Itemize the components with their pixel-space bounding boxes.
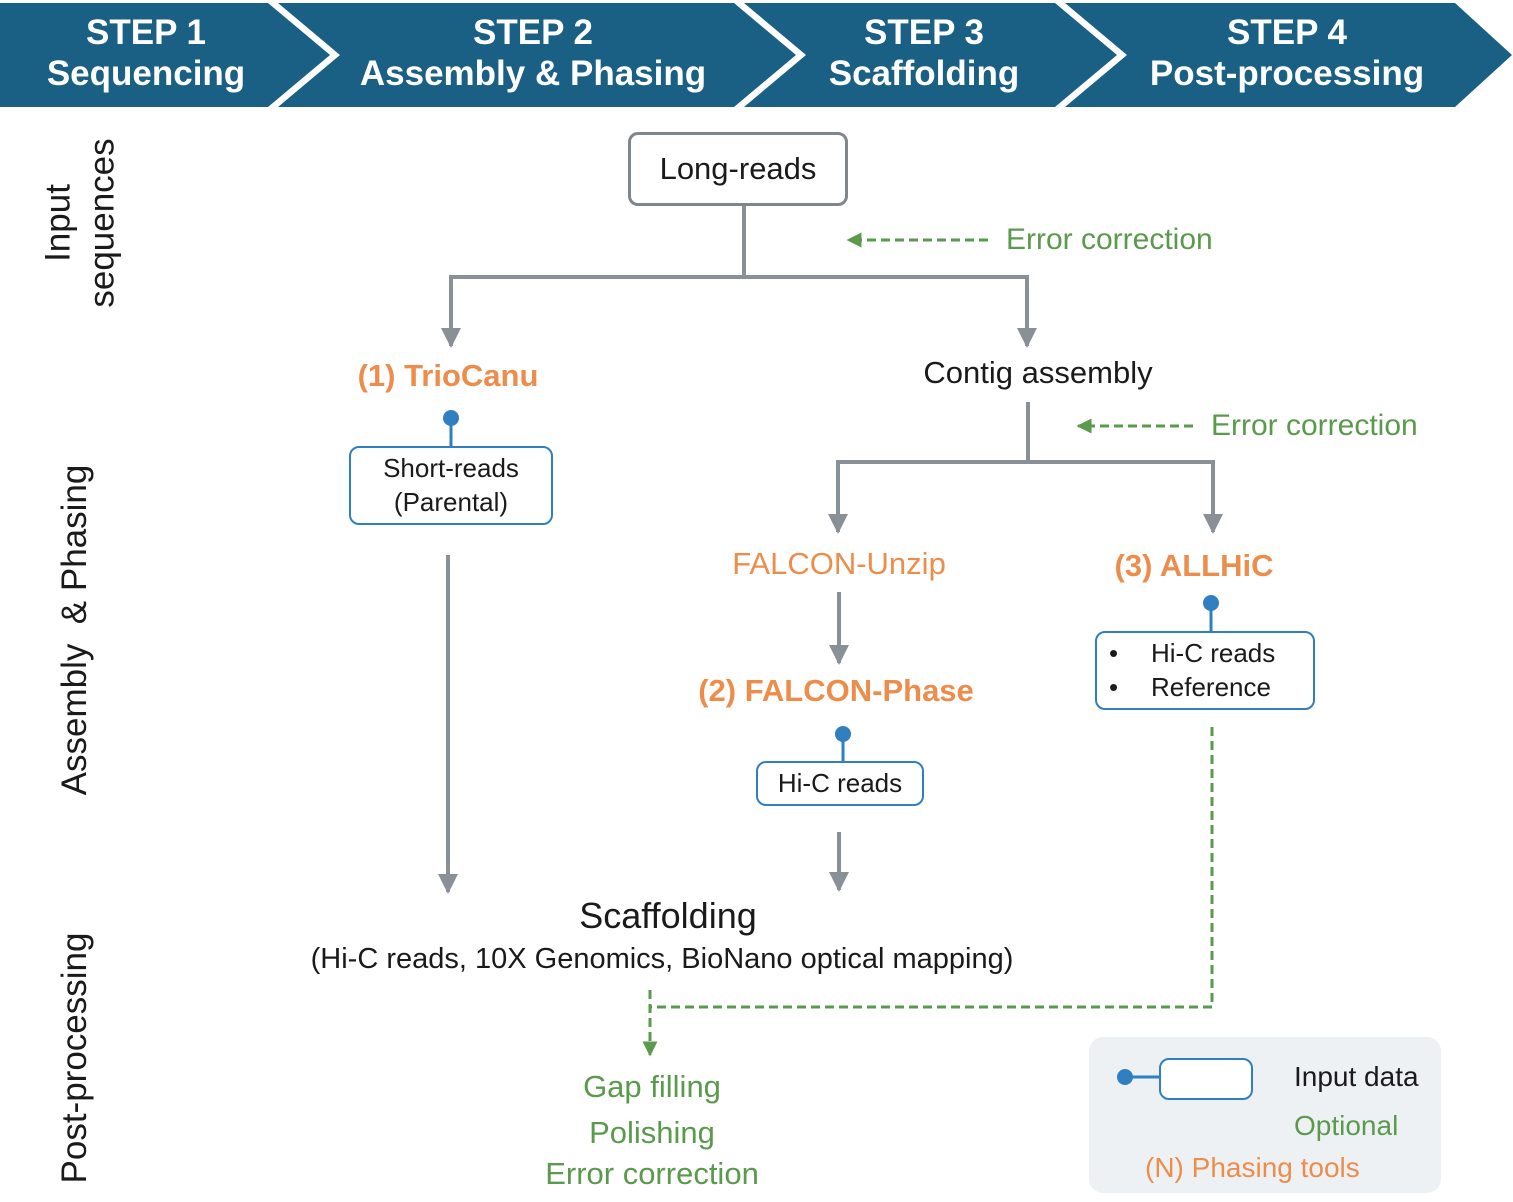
legend	[1089, 1037, 1441, 1193]
polishing: Polishing	[589, 1115, 715, 1150]
allhic-input-row-1: • Hi-C reads	[1097, 637, 1275, 671]
input-connectors	[443, 410, 1219, 762]
legend-input-data: Input data	[1294, 1061, 1419, 1092]
step-1-label: STEP 1 Sequencing	[47, 12, 245, 95]
section-input-line1: Input	[38, 184, 78, 262]
error-correction-2: Error correction	[1211, 409, 1418, 442]
allhic-input-row-2: • Reference	[1097, 671, 1271, 705]
scaffolding-detail: (Hi-C reads, 10X Genomics, BioNano optic…	[310, 943, 1014, 975]
section-input-sequences: Input sequences	[36, 138, 124, 307]
step-1-number: STEP 1	[86, 13, 206, 52]
step-3-label: STEP 3 Scaffolding	[829, 12, 1020, 95]
long-reads-box: Long-reads	[628, 132, 848, 206]
gap-filling: Gap filling	[583, 1069, 721, 1104]
short-reads-box: Short-reads (Parental)	[349, 446, 553, 525]
contig-assembly: Contig assembly	[923, 355, 1153, 390]
legend-phasing-tools: (N) Phasing tools	[1145, 1152, 1360, 1183]
step-1-banner	[0, 3, 330, 107]
bullet-icon: •	[1109, 671, 1119, 702]
step-2-number: STEP 2	[473, 13, 593, 52]
short-reads-line2: (Parental)	[393, 486, 509, 517]
falcon-phase-input-box: Hi-C reads	[756, 761, 924, 806]
falcon-unzip: FALCON-Unzip	[732, 546, 946, 581]
step-2-banner	[278, 3, 796, 107]
falcon-phase-tool: (2) FALCON-Phase	[698, 673, 974, 708]
error-correction-3: Error correction	[545, 1156, 759, 1191]
triocanu-tool: (1) TrioCanu	[357, 358, 539, 393]
short-reads-line1: Short-reads	[383, 452, 519, 483]
legend-optional: Optional	[1294, 1110, 1399, 1141]
section-input-line2: sequences	[82, 138, 121, 308]
step-4-banner	[1065, 3, 1512, 107]
step-2-label: STEP 2 Assembly & Phasing	[360, 12, 706, 95]
legend-input-symbol	[1117, 1058, 1253, 1100]
allhic-input-1: Hi-C reads	[1151, 637, 1276, 668]
gray-connectors	[438, 206, 1223, 894]
step-3-banner	[744, 3, 1117, 107]
step-1-name: Sequencing	[46, 54, 246, 94]
step-3-number: STEP 3	[864, 13, 984, 52]
step-4-label: STEP 4 Post-processing	[1150, 12, 1424, 95]
step-4-number: STEP 4	[1227, 13, 1347, 52]
step-4-name: Post-processing	[1149, 54, 1425, 94]
falcon-phase-input: Hi-C reads	[777, 767, 903, 798]
step-2-name: Assembly & Phasing	[359, 54, 707, 94]
section-assembly-phasing: Assembly & Phasing	[55, 464, 95, 796]
error-correction-1: Error correction	[1006, 223, 1213, 256]
long-reads-label: Long-reads	[659, 151, 817, 186]
scaffolding-title: Scaffolding	[579, 895, 757, 936]
step-3-name: Scaffolding	[828, 54, 1020, 94]
allhic-input-2: Reference	[1151, 671, 1271, 702]
section-post-processing: Post-processing	[55, 932, 95, 1184]
bullet-icon: •	[1109, 637, 1119, 668]
allhic-tool: (3) ALLHiC	[1114, 548, 1274, 583]
allhic-input-box: • Hi-C reads • Reference	[1095, 631, 1315, 710]
